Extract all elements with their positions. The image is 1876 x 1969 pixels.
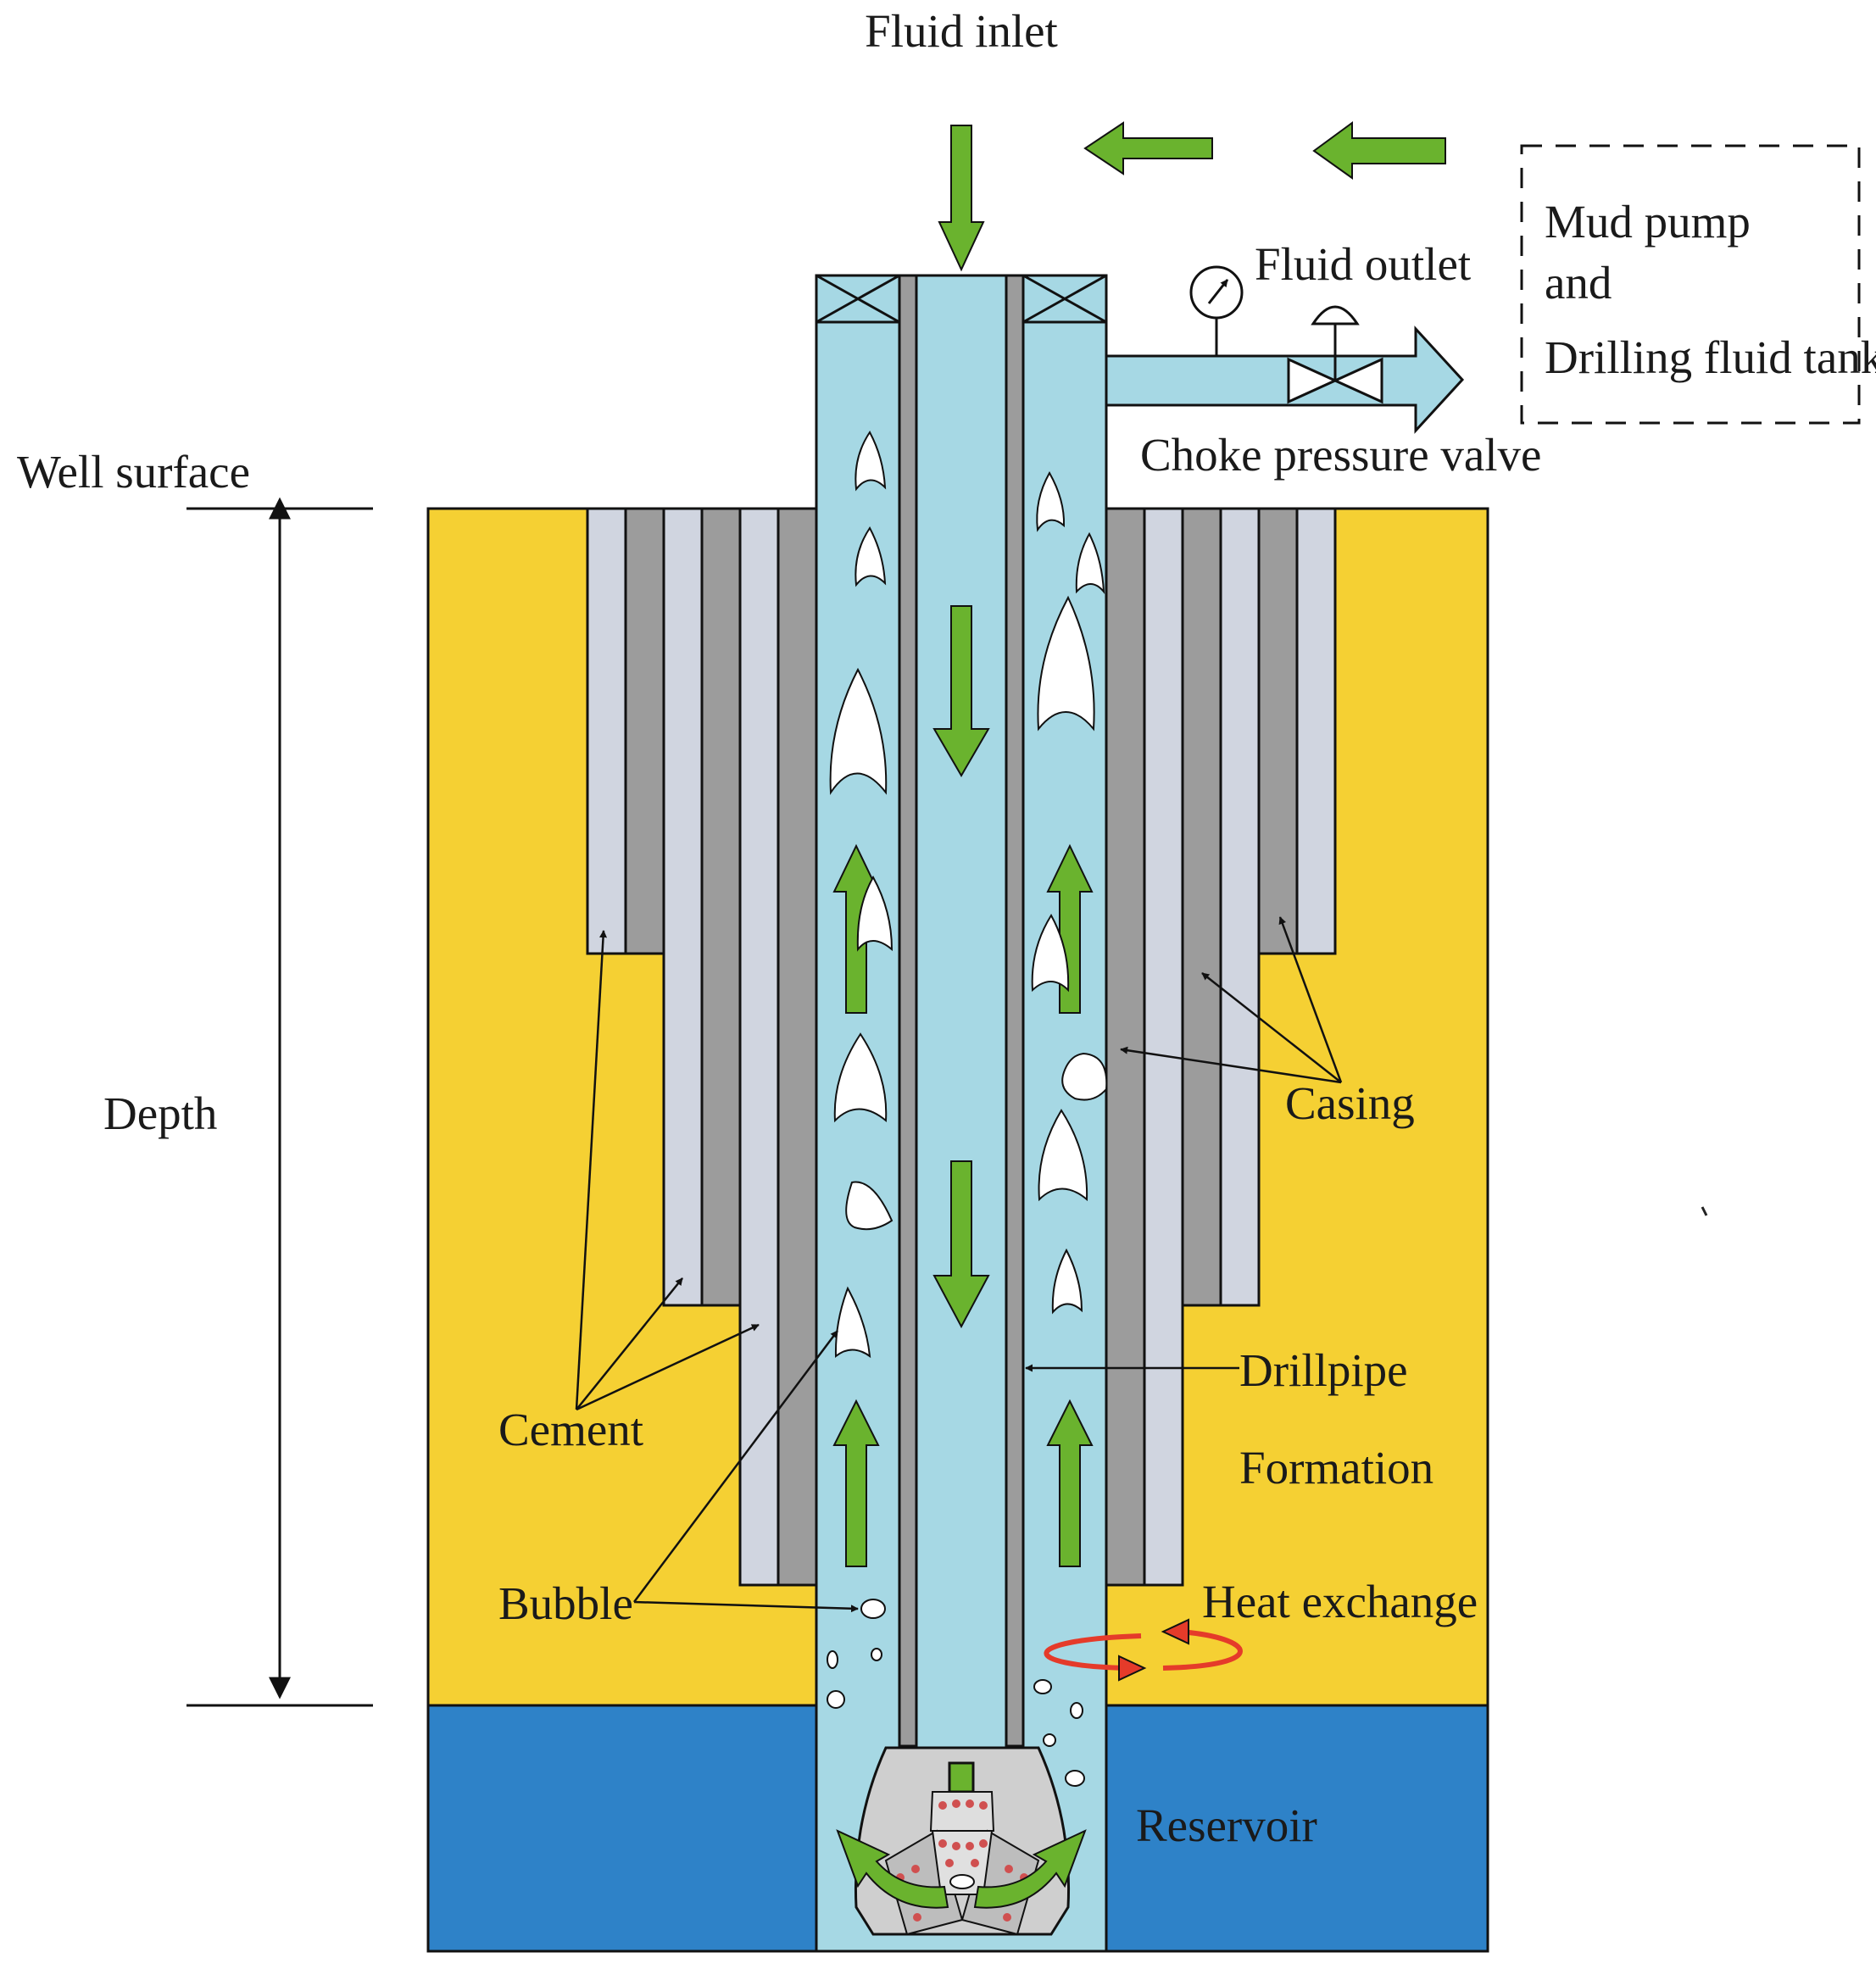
labels: Fluid inlet Fluid outlet Mud pump and Dr… [17,5,1876,1851]
left-casing-strings [586,507,818,1587]
bubble [833,1032,888,1123]
bubble [1031,914,1070,993]
label-bubble: Bubble [498,1577,633,1629]
flow-arrow-up-right-2 [1046,1399,1094,1567]
valve-icon [1287,305,1383,404]
leader-lines [575,916,1343,1613]
casing-right-3 [1105,507,1146,1587]
bubble [860,1599,886,1619]
label-fluid-outlet: Fluid outlet [1255,238,1471,290]
bubble [1038,1109,1088,1202]
flow-arrow-up-right-1 [1046,843,1094,1014]
bubble-leader-1 [633,1330,838,1603]
bubble-leader-2 [633,1600,859,1613]
heat-exchange-arrows [1044,1629,1243,1671]
label-choke-pressure-valve: Choke pressure valve [1140,429,1541,481]
flow-arrow-return-2 [1312,121,1446,180]
heat-arrow-2 [1162,1629,1243,1671]
casing-leader-1 [1278,916,1343,1083]
heat-arrow-heads [1118,1618,1189,1682]
casing-left-2 [700,507,742,1307]
casing-right-2 [1181,507,1222,1307]
bubble [1061,1052,1108,1101]
cement-leader-3 [576,1323,760,1411]
drillpipe [898,274,1025,1748]
bubble [1036,470,1066,532]
bubble [827,1650,838,1669]
outlet-pipe [1100,325,1465,434]
casing-leader-2 [1201,972,1342,1083]
bubble [1070,1702,1083,1719]
flow-arrow-bit-right [973,1829,1087,1909]
bubble [1037,595,1095,731]
depth-dimension [186,497,373,1707]
label-well-surface: Well surface [17,446,250,498]
bubble [1043,1733,1056,1747]
cement-left-1 [586,507,627,955]
bubble [845,1181,893,1231]
label-reservoir: Reservoir [1136,1799,1317,1851]
label-mud-pump: Mud pump [1545,196,1751,248]
label-heat-exchange: Heat exchange [1202,1576,1478,1627]
casing-leader-3 [1120,1046,1342,1084]
label-drillpipe: Drillpipe [1239,1344,1408,1396]
label-mud-pump-and: and [1545,257,1612,309]
cement-leader-2 [576,1277,683,1410]
cement-right-2 [1219,507,1261,1307]
casing-left-3 [777,507,818,1587]
stray-mark [1701,1206,1708,1216]
bubble [1075,531,1105,594]
flow-arrow-up-left-2 [832,1399,880,1567]
cement-left-3 [738,507,780,1587]
cement-leader-1 [575,930,608,1410]
bubble [1065,1770,1085,1787]
casing-right-1 [1257,507,1299,955]
drillpipe-wall-left [898,274,918,1748]
bubble [827,1690,845,1709]
cement-right-3 [1143,507,1184,1587]
bubble [1051,1248,1083,1315]
flow-arrow-inlet [938,125,985,272]
bubble [871,1648,882,1661]
bubble [856,875,893,952]
label-cement: Cement [498,1404,643,1455]
heat-arrow-1 [1044,1633,1142,1671]
cement-right-1 [1295,507,1337,955]
pressure-gauge-icon [1189,265,1244,356]
flow-arrow-down-1 [932,605,990,777]
cement-left-2 [662,507,704,1307]
label-fluid-inlet: Fluid inlet [865,5,1058,57]
bubble [829,667,888,796]
flow-arrow-bit-left [836,1829,949,1909]
label-formation: Formation [1239,1442,1433,1493]
label-drilling-fluid-tank: Drilling fluid tank [1545,331,1876,383]
bubble [854,431,887,492]
mud-pump-box [1520,144,1861,425]
flow-arrow-return-1 [1083,121,1213,175]
bubble [1033,1679,1052,1694]
bubble [834,1286,871,1359]
casing-left-1 [624,507,665,955]
label-casing: Casing [1285,1077,1415,1129]
drillpipe-wall-right [1005,274,1025,1748]
label-depth: Depth [103,1087,217,1139]
drill-bit-icon [854,1746,1071,1936]
flow-arrow-down-2 [932,1160,990,1329]
bubbles [827,431,1108,1787]
bubble [854,526,887,587]
